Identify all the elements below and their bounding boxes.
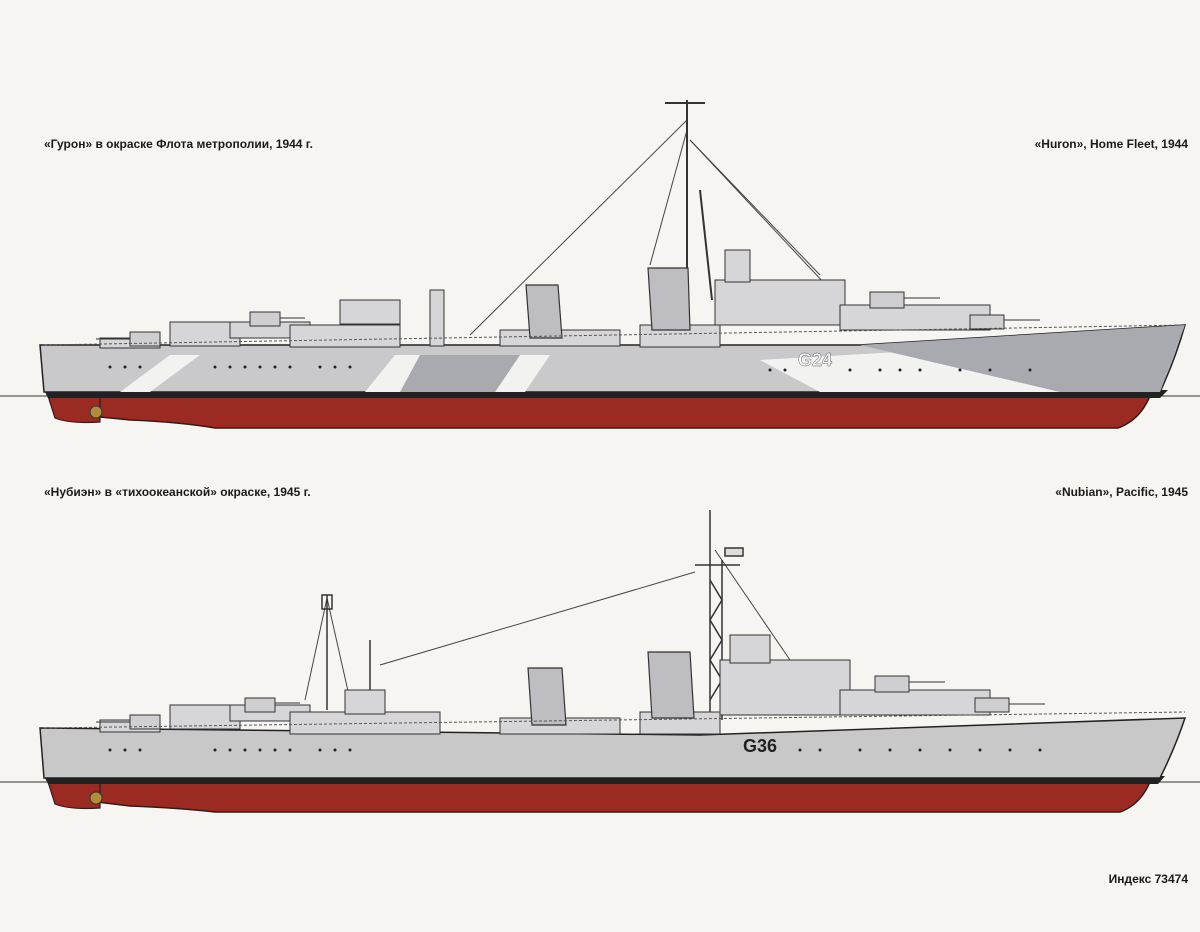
plate2-caption-ru: «Нубиэн» в «тихоокеанской» окраске, 1945…: [44, 485, 311, 499]
gun-turrets: [96, 675, 1045, 730]
plate2-caption-en: «Nubian», Pacific, 1945: [1055, 485, 1188, 499]
plate1-caption-ru: «Гурон» в окраске Флота метрополии, 1944…: [44, 137, 313, 151]
plate1-caption-en: «Huron», Home Fleet, 1944: [1034, 137, 1188, 151]
funnels: [525, 267, 691, 339]
funnels: [527, 651, 695, 726]
lower-hull: [46, 395, 1152, 429]
pennant-number: G24: [798, 350, 832, 370]
lower-hull: [46, 781, 1152, 813]
gun-turrets: [96, 291, 1040, 347]
pennant-number: G36: [743, 736, 777, 756]
portholes: [108, 365, 1032, 372]
portholes: [108, 748, 1042, 752]
huron-ship-illustration: G24: [0, 100, 1200, 429]
catalog-index: Индекс 73474: [1108, 872, 1188, 886]
nubian-ship-illustration: G36: [0, 510, 1200, 813]
